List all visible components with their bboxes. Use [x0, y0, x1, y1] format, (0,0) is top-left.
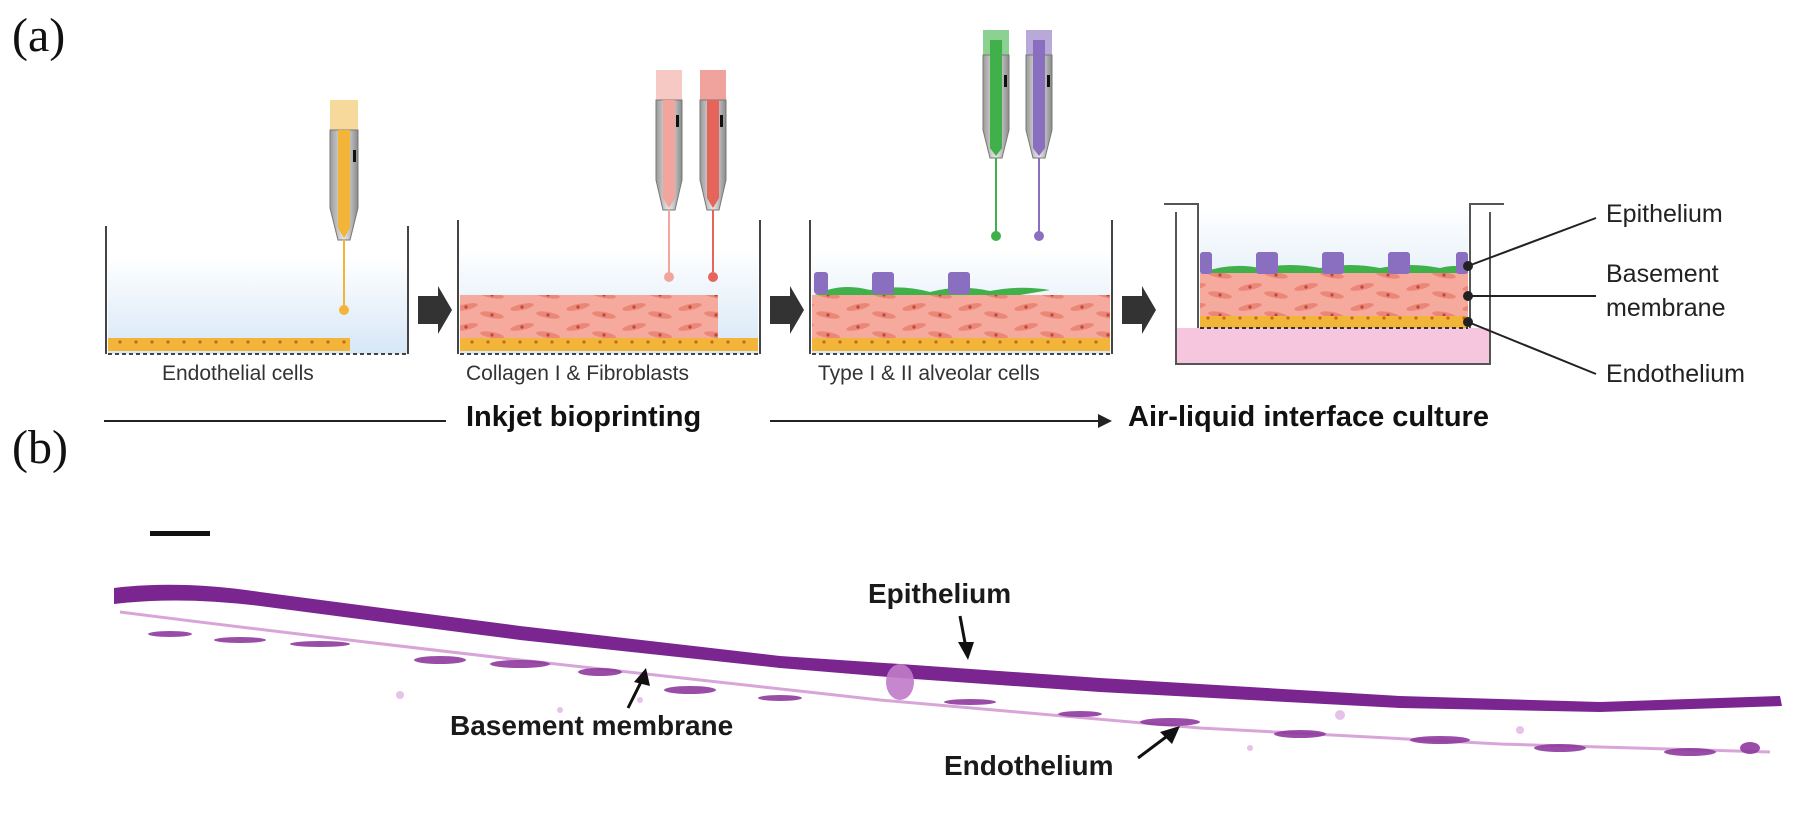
label-inkjet-bioprinting: Inkjet bioprinting — [466, 401, 702, 433]
histology-arrows — [626, 615, 1180, 760]
histology-label-epithelium: Epithelium — [868, 578, 1012, 609]
process-arrowhead — [1098, 414, 1112, 428]
step-arrow-3 — [1122, 286, 1156, 334]
label-endothelium: Endothelium — [1606, 360, 1745, 388]
transwell-ali — [1164, 203, 1504, 365]
panel-b-label: (b) — [12, 421, 68, 474]
histology-label-endothelium: Endothelium — [944, 750, 1114, 781]
label-epithelium: Epithelium — [1606, 200, 1723, 228]
well-collagen — [457, 220, 761, 355]
well-alveolar — [809, 220, 1113, 355]
nozzle-pink — [655, 70, 683, 282]
label-ali-culture: Air-liquid interface culture — [1128, 401, 1489, 433]
histology-section — [114, 584, 1782, 756]
layer-leaders — [1463, 217, 1597, 375]
caption-endothelial: Endothelial cells — [162, 362, 314, 385]
caption-alveolar: Type I & II alveolar cells — [818, 362, 1040, 385]
step-arrow-1 — [418, 286, 452, 334]
well-endothelial — [105, 226, 409, 355]
scale-bar — [150, 531, 210, 536]
nozzle-red — [699, 70, 727, 282]
nozzle-green — [982, 30, 1010, 241]
step-arrow-2 — [770, 286, 804, 334]
histology-label-basement: Basement membrane — [450, 710, 734, 741]
panel-a-label: (a) — [12, 9, 66, 62]
label-basement-2: membrane — [1606, 294, 1726, 322]
caption-collagen: Collagen I & Fibroblasts — [466, 362, 689, 385]
nozzle-purple — [1025, 30, 1053, 241]
label-basement-1: Basement — [1606, 260, 1719, 288]
nozzle-yellow — [329, 100, 359, 315]
